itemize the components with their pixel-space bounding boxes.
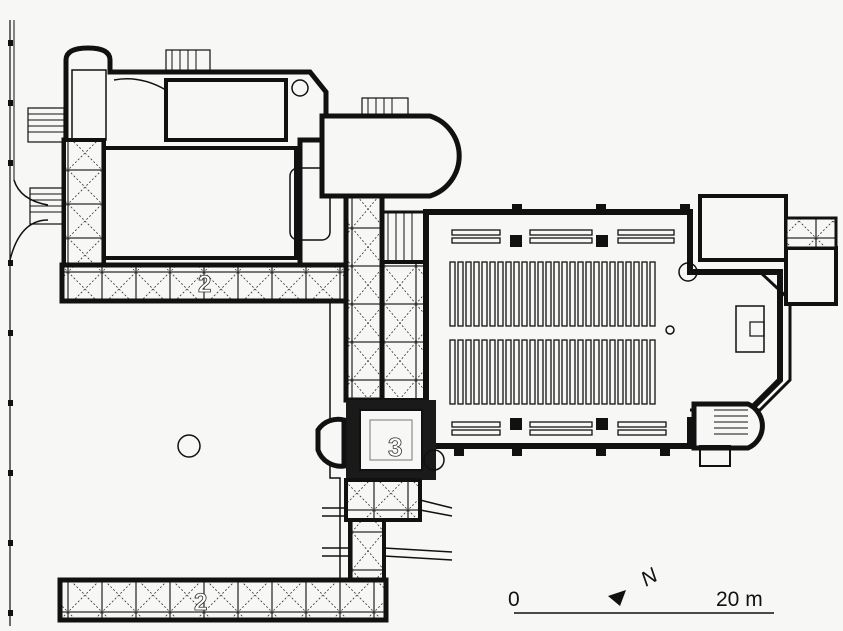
courtyard	[60, 299, 341, 581]
boundary-fence	[8, 20, 49, 626]
pew	[451, 421, 501, 428]
scale-end-label: 20 m	[716, 588, 763, 611]
pew	[577, 339, 584, 405]
chapel-apse	[319, 97, 462, 199]
bell-tower: 3	[315, 400, 445, 480]
pew	[649, 261, 656, 327]
cloister-label-north: 2	[198, 271, 211, 298]
pew	[529, 421, 593, 428]
pew	[601, 261, 608, 327]
pew	[633, 261, 640, 327]
pew	[553, 261, 560, 327]
pew	[617, 339, 624, 405]
pew	[481, 261, 488, 327]
cloister-label-south: 2	[194, 589, 207, 616]
office-room	[164, 78, 288, 142]
pew	[497, 261, 504, 327]
pew	[569, 339, 576, 405]
pew	[529, 237, 593, 244]
pew	[641, 261, 648, 327]
scale-bar	[514, 590, 774, 614]
pew	[505, 261, 512, 327]
pew	[497, 339, 504, 405]
pew	[609, 339, 616, 405]
pew	[521, 261, 528, 327]
church-nave	[423, 194, 838, 467]
pew	[617, 421, 667, 428]
pew	[465, 339, 472, 405]
pew	[617, 237, 675, 244]
pew	[609, 261, 616, 327]
pew	[457, 339, 464, 405]
pew	[449, 261, 456, 327]
pew	[473, 339, 480, 405]
north-arrow-icon	[608, 590, 626, 606]
pew	[465, 261, 472, 327]
pew	[537, 261, 544, 327]
pew	[617, 229, 675, 236]
cloister-south: 2	[57, 478, 453, 623]
pew	[569, 261, 576, 327]
pew	[593, 339, 600, 405]
pew	[633, 339, 640, 405]
pew	[505, 339, 512, 405]
pew	[451, 429, 501, 436]
pew	[513, 261, 520, 327]
pew	[449, 339, 456, 405]
scale-start-label: 0	[508, 588, 520, 611]
pew	[553, 339, 560, 405]
pew	[529, 229, 593, 236]
pew	[451, 237, 501, 244]
sacristy	[698, 194, 788, 262]
tower-label: 3	[388, 432, 402, 462]
pew	[641, 339, 648, 405]
pew	[473, 261, 480, 327]
parish-wing	[27, 45, 331, 268]
pew	[625, 261, 632, 327]
pews	[449, 229, 675, 436]
pew	[489, 261, 496, 327]
pew	[529, 261, 536, 327]
pew	[513, 339, 520, 405]
pew	[545, 339, 552, 405]
pew	[529, 339, 536, 405]
cloister-north: 2	[59, 262, 349, 304]
pew	[625, 339, 632, 405]
pew	[537, 339, 544, 405]
pew	[529, 429, 593, 436]
stair-circle	[291, 79, 309, 97]
pew	[601, 339, 608, 405]
pew	[521, 339, 528, 405]
hall-room	[102, 146, 298, 260]
pew	[481, 339, 488, 405]
pew	[457, 261, 464, 327]
well-circle	[177, 434, 201, 458]
pew	[451, 229, 501, 236]
pew	[649, 339, 656, 405]
pew	[577, 261, 584, 327]
pew	[617, 261, 624, 327]
pew	[489, 339, 496, 405]
pew	[561, 339, 568, 405]
pew	[561, 261, 568, 327]
pew	[545, 261, 552, 327]
pew	[585, 261, 592, 327]
pew	[585, 339, 592, 405]
pew	[593, 261, 600, 327]
cloister-east	[343, 193, 428, 403]
pew	[617, 429, 667, 436]
